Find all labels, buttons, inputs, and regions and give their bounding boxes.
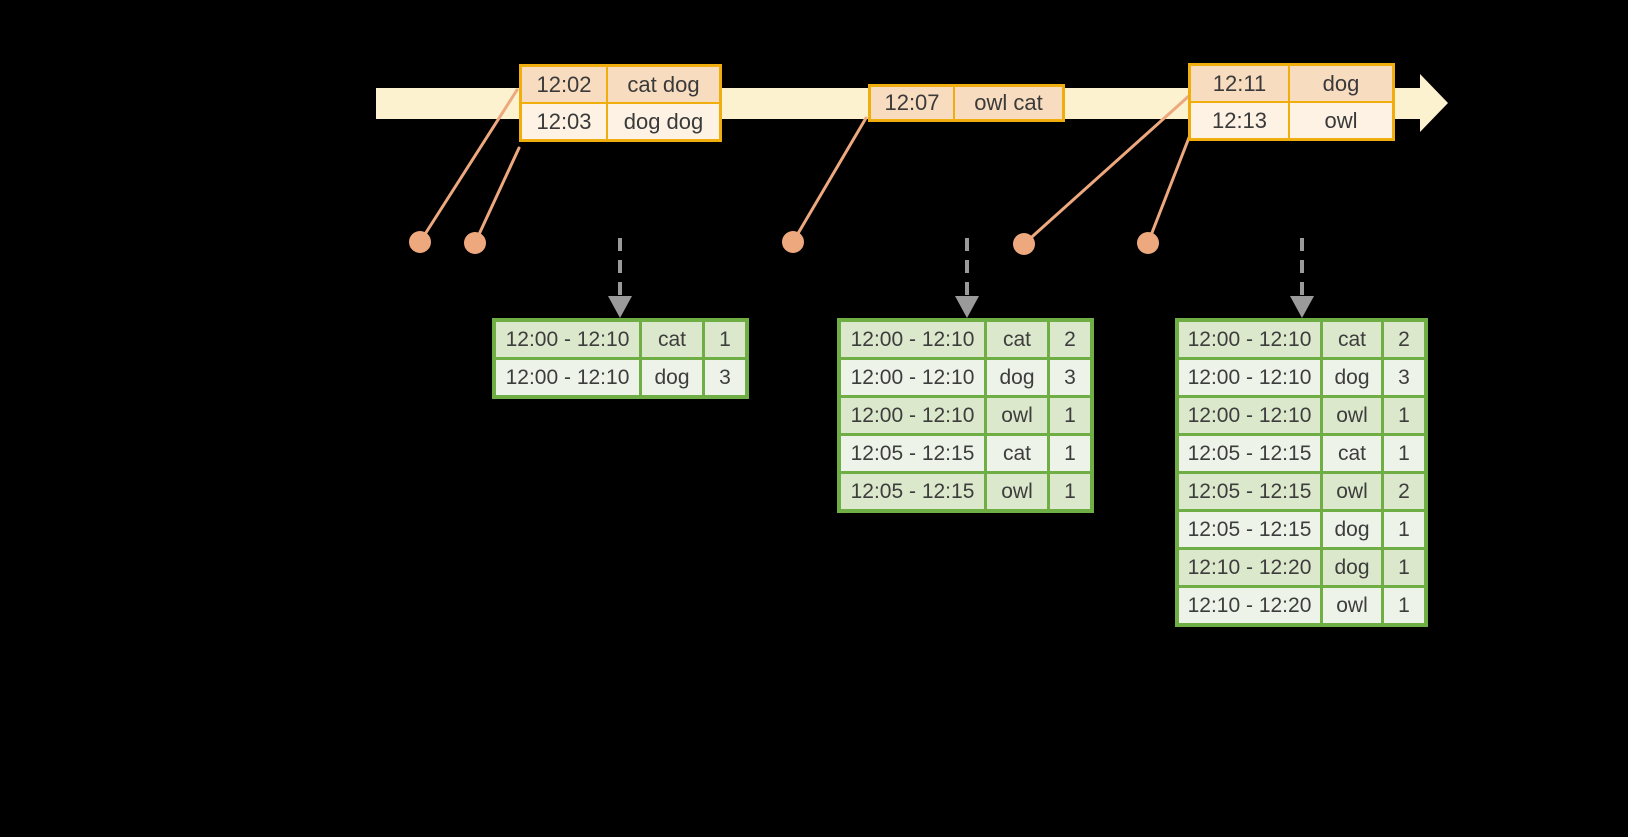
count-cell: 2 (1384, 474, 1424, 509)
leader-line-1 (418, 88, 519, 244)
window-cell: 12:00 - 12:10 (841, 360, 984, 395)
word-cell: owl (1323, 398, 1381, 433)
word-cell: dog (1323, 512, 1381, 547)
trigger-arrowheads (608, 296, 1314, 318)
event-time: 12:11 (1191, 66, 1288, 101)
count-cell: 3 (705, 360, 745, 395)
down-arrow-icon (1290, 296, 1314, 318)
window-cell: 12:05 - 12:15 (1179, 512, 1320, 547)
leader-line-4 (1022, 93, 1192, 246)
window-cell: 12:05 - 12:15 (1179, 474, 1320, 509)
down-arrow-icon (955, 296, 979, 318)
count-cell: 1 (1384, 550, 1424, 585)
trigger-arrows (618, 238, 1304, 296)
window-cell: 12:10 - 12:20 (1179, 588, 1320, 623)
event-time: 12:02 (522, 67, 606, 102)
word-cell: owl (987, 398, 1047, 433)
event-dot-icon (1013, 233, 1035, 255)
word-cell: dog (642, 360, 702, 395)
down-arrow-icon (608, 296, 632, 318)
word-cell: cat (1323, 322, 1381, 357)
event-time: 12:13 (1191, 103, 1288, 138)
word-cell: dog (987, 360, 1047, 395)
result-table-1: 12:00 - 12:10 cat 1 12:00 - 12:10 dog 3 (492, 318, 749, 399)
event-words: owl cat (955, 87, 1062, 119)
count-cell: 1 (1384, 398, 1424, 433)
count-cell: 1 (1384, 436, 1424, 471)
event-dot-icon (409, 231, 431, 253)
event-dot-icon (1137, 232, 1159, 254)
event-words: cat dog (608, 67, 719, 102)
leader-line-5 (1146, 133, 1192, 245)
count-cell: 1 (1384, 588, 1424, 623)
event-words: dog (1290, 66, 1392, 101)
window-cell: 12:00 - 12:10 (496, 322, 639, 357)
event-dot-icon (464, 232, 486, 254)
count-cell: 3 (1050, 360, 1090, 395)
word-cell: owl (987, 474, 1047, 509)
event-words: owl (1290, 103, 1392, 138)
event-box-1202-1203: 12:02 cat dog 12:03 dog dog (519, 64, 722, 142)
event-box-1207: 12:07 owl cat (868, 84, 1065, 122)
word-cell: cat (1323, 436, 1381, 471)
window-cell: 12:05 - 12:15 (1179, 436, 1320, 471)
event-time: 12:07 (871, 87, 953, 119)
word-cell: cat (987, 322, 1047, 357)
word-cell: cat (987, 436, 1047, 471)
event-dots (409, 231, 1159, 255)
word-cell: cat (642, 322, 702, 357)
count-cell: 2 (1384, 322, 1424, 357)
count-cell: 1 (1050, 474, 1090, 509)
leader-line-3 (791, 116, 868, 244)
window-cell: 12:00 - 12:10 (1179, 398, 1320, 433)
count-cell: 1 (1050, 436, 1090, 471)
result-table-2: 12:00 - 12:10 cat 2 12:00 - 12:10 dog 3 … (837, 318, 1094, 513)
word-cell: dog (1323, 360, 1381, 395)
window-cell: 12:05 - 12:15 (841, 436, 984, 471)
window-cell: 12:00 - 12:10 (1179, 360, 1320, 395)
window-cell: 12:00 - 12:10 (841, 398, 984, 433)
word-cell: owl (1323, 588, 1381, 623)
count-cell: 1 (705, 322, 745, 357)
count-cell: 2 (1050, 322, 1090, 357)
window-cell: 12:00 - 12:10 (496, 360, 639, 395)
event-leader-lines (418, 88, 1192, 246)
event-time: 12:03 (522, 104, 606, 139)
timeline-right-arrow-icon (1420, 74, 1448, 132)
word-cell: owl (1323, 474, 1381, 509)
window-cell: 12:00 - 12:10 (841, 322, 984, 357)
count-cell: 1 (1384, 512, 1424, 547)
word-cell: dog (1323, 550, 1381, 585)
event-words: dog dog (608, 104, 719, 139)
event-box-1211-1213: 12:11 dog 12:13 owl (1188, 63, 1395, 141)
count-cell: 1 (1050, 398, 1090, 433)
window-cell: 12:00 - 12:10 (1179, 322, 1320, 357)
event-dot-icon (782, 231, 804, 253)
leader-line-2 (473, 146, 521, 245)
window-cell: 12:05 - 12:15 (841, 474, 984, 509)
result-table-3: 12:00 - 12:10 cat 2 12:00 - 12:10 dog 3 … (1175, 318, 1428, 627)
count-cell: 3 (1384, 360, 1424, 395)
window-cell: 12:10 - 12:20 (1179, 550, 1320, 585)
